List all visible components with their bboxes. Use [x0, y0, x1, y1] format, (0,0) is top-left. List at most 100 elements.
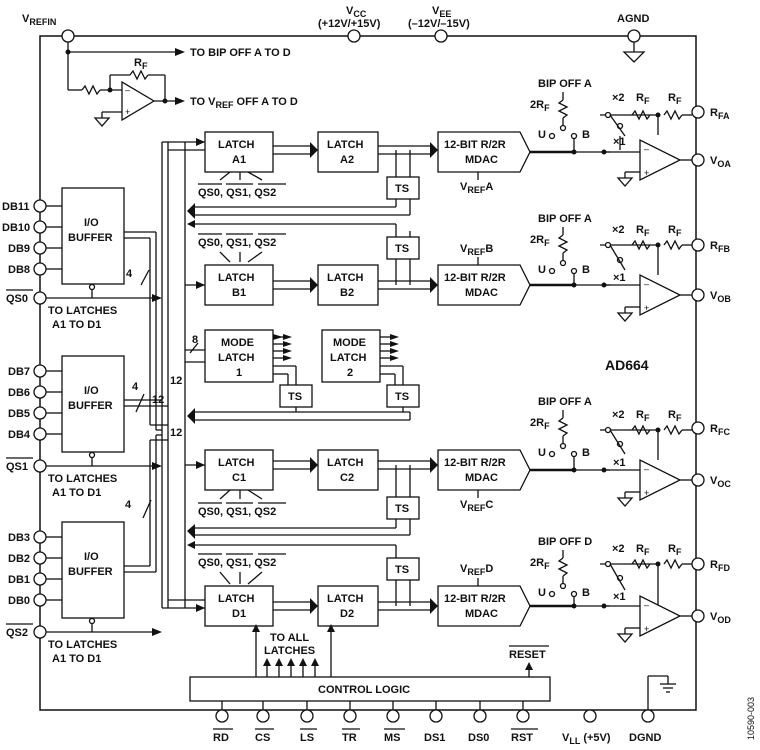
pin-rfd: RFD: [691, 557, 730, 573]
svg-text:BUFFER: BUFFER: [68, 400, 113, 412]
svg-text:+: +: [644, 168, 649, 178]
svg-text:LATCH: LATCH: [218, 457, 255, 469]
channel-a: LATCH A1 LATCH A2 12-BIT R/2R MDAC VREFA…: [187, 131, 610, 219]
svg-text:B: B: [582, 447, 590, 459]
svg-text:+: +: [644, 488, 649, 498]
latch-c2: [317, 449, 379, 491]
pin-agnd: AGND: [617, 13, 649, 63]
svg-text:LATCH: LATCH: [327, 272, 364, 284]
svg-text:2RF: 2RF: [530, 99, 550, 113]
svg-text:A1 TO D1: A1 TO D1: [52, 487, 101, 499]
svg-text:A1: A1: [232, 154, 246, 166]
svg-text:+: +: [125, 107, 130, 117]
svg-text:VREFA: VREFA: [460, 181, 493, 195]
svg-text:VREFC: VREFC: [460, 499, 493, 513]
svg-text:TO LATCHES: TO LATCHES: [48, 305, 117, 317]
svg-text:DB1: DB1: [8, 574, 30, 586]
svg-text:MDAC: MDAC: [465, 608, 498, 620]
svg-text:DB2: DB2: [8, 553, 30, 565]
svg-text:12-BIT R/2R: 12-BIT R/2R: [444, 457, 506, 469]
mdac-d: [437, 585, 531, 627]
svg-text:TO ALL: TO ALL: [270, 632, 309, 644]
svg-text:QS0, QS1, QS2: QS0, QS1, QS2: [198, 187, 276, 199]
figure-code: 10590-003: [746, 697, 756, 740]
svg-text:LATCH: LATCH: [218, 139, 255, 151]
ts-b: [386, 236, 420, 260]
svg-text:RF: RF: [636, 543, 650, 557]
svg-text:AGND: AGND: [617, 13, 649, 25]
pin-rfb: RFB: [691, 238, 730, 254]
svg-text:DB7: DB7: [8, 366, 30, 378]
svg-text:CS: CS: [255, 732, 270, 744]
svg-text:8: 8: [192, 334, 198, 346]
data-pins-group-2: DB7 DB6 DB5 DB4 QS1 TO LATCHES A1 TO D1: [6, 364, 162, 499]
pin-rfc: RFC: [691, 421, 730, 437]
mode-latches: MODE LATCH 1 MODE LATCH 2 TS TS: [187, 329, 420, 424]
svg-text:RFA: RFA: [710, 107, 730, 121]
svg-text:TO LATCHES: TO LATCHES: [48, 639, 117, 651]
svg-text:QS2: QS2: [6, 627, 28, 639]
svg-text:BUFFER: BUFFER: [68, 566, 113, 578]
svg-text:×1: ×1: [613, 591, 626, 603]
svg-text:–: –: [644, 600, 649, 610]
svg-text:QS0, QS1, QS2: QS0, QS1, QS2: [198, 506, 276, 518]
svg-text:RD: RD: [213, 732, 229, 744]
pin-vod: VOD: [691, 609, 731, 625]
svg-text:–: –: [125, 85, 130, 95]
svg-text:VCC: VCC: [346, 5, 367, 19]
svg-text:2RF: 2RF: [530, 234, 550, 248]
svg-text:RF: RF: [636, 409, 650, 423]
output-stage-d: BIP OFF D 2RF U B ×2 ×1 RF RF – +: [530, 536, 692, 643]
svg-text:B: B: [582, 587, 590, 599]
svg-text:BUFFER: BUFFER: [68, 232, 113, 244]
svg-text:+: +: [644, 303, 649, 313]
svg-text:DB6: DB6: [8, 387, 30, 399]
svg-text:C2: C2: [340, 472, 354, 484]
svg-text:12-BIT R/2R: 12-BIT R/2R: [444, 593, 506, 605]
svg-text:×2: ×2: [612, 409, 625, 421]
svg-text:RFD: RFD: [710, 559, 730, 573]
svg-text:A1 TO D1: A1 TO D1: [52, 319, 101, 331]
svg-text:LATCH: LATCH: [327, 139, 364, 151]
svg-text:4: 4: [126, 268, 133, 280]
svg-text:RF: RF: [134, 57, 148, 71]
svg-text:C1: C1: [232, 472, 246, 484]
svg-text:4: 4: [132, 381, 139, 393]
svg-text:DB3: DB3: [8, 532, 30, 544]
output-stage-b: BIP OFF A 2RF U B ×2 ×1 RF RF – +: [530, 213, 692, 322]
svg-text:QS0, QS1, QS2: QS0, QS1, QS2: [198, 237, 276, 249]
svg-text:B: B: [582, 129, 590, 141]
vref-input-network: RF – +: [65, 42, 185, 127]
svg-text:VLL(+5V): VLL(+5V): [562, 732, 611, 746]
channel-b: QS0, QS1, QS2 LATCH B1 LATCH B2 12-BIT R…: [187, 220, 610, 306]
svg-text:–: –: [644, 144, 649, 154]
io-buffer-3: I/O BUFFER 4: [61, 434, 168, 632]
svg-text:(–12V/–15V): (–12V/–15V): [408, 18, 470, 30]
svg-text:2RF: 2RF: [530, 557, 550, 571]
svg-text:×2: ×2: [612, 224, 625, 236]
svg-text:RST: RST: [511, 732, 533, 744]
svg-text:LATCH: LATCH: [330, 352, 367, 364]
pin-voa: VOA: [691, 153, 731, 169]
svg-text:–: –: [644, 464, 649, 474]
svg-text:MODE: MODE: [221, 337, 254, 349]
svg-text:VOB: VOB: [710, 290, 731, 304]
svg-text:B2: B2: [340, 287, 354, 299]
svg-text:RF: RF: [668, 224, 682, 238]
svg-text:RESET: RESET: [509, 649, 546, 661]
io-buffer-1: I/O BUFFER 4: [61, 187, 168, 431]
svg-text:LATCH: LATCH: [218, 272, 255, 284]
svg-text:×2: ×2: [612, 92, 625, 104]
svg-text:(+12V/+15V): (+12V/+15V): [318, 18, 381, 30]
svg-text:2RF: 2RF: [530, 417, 550, 431]
svg-text:BIP OFF A: BIP OFF A: [538, 396, 592, 408]
ts-c: [386, 496, 420, 520]
pin-vob: VOB: [691, 288, 731, 304]
output-stage-c: BIP OFF A 2RF U B ×2 ×1 RF RF – +: [530, 396, 692, 507]
control-logic: CONTROL LOGIC TO ALL LATCHES RESET: [189, 624, 551, 710]
svg-text:QS0, QS1, QS2: QS0, QS1, QS2: [198, 557, 276, 569]
part-number: AD664: [605, 357, 649, 373]
svg-text:TO LATCHES: TO LATCHES: [48, 473, 117, 485]
label-to-vref-off: TO VREF OFF A TO D: [190, 96, 298, 110]
